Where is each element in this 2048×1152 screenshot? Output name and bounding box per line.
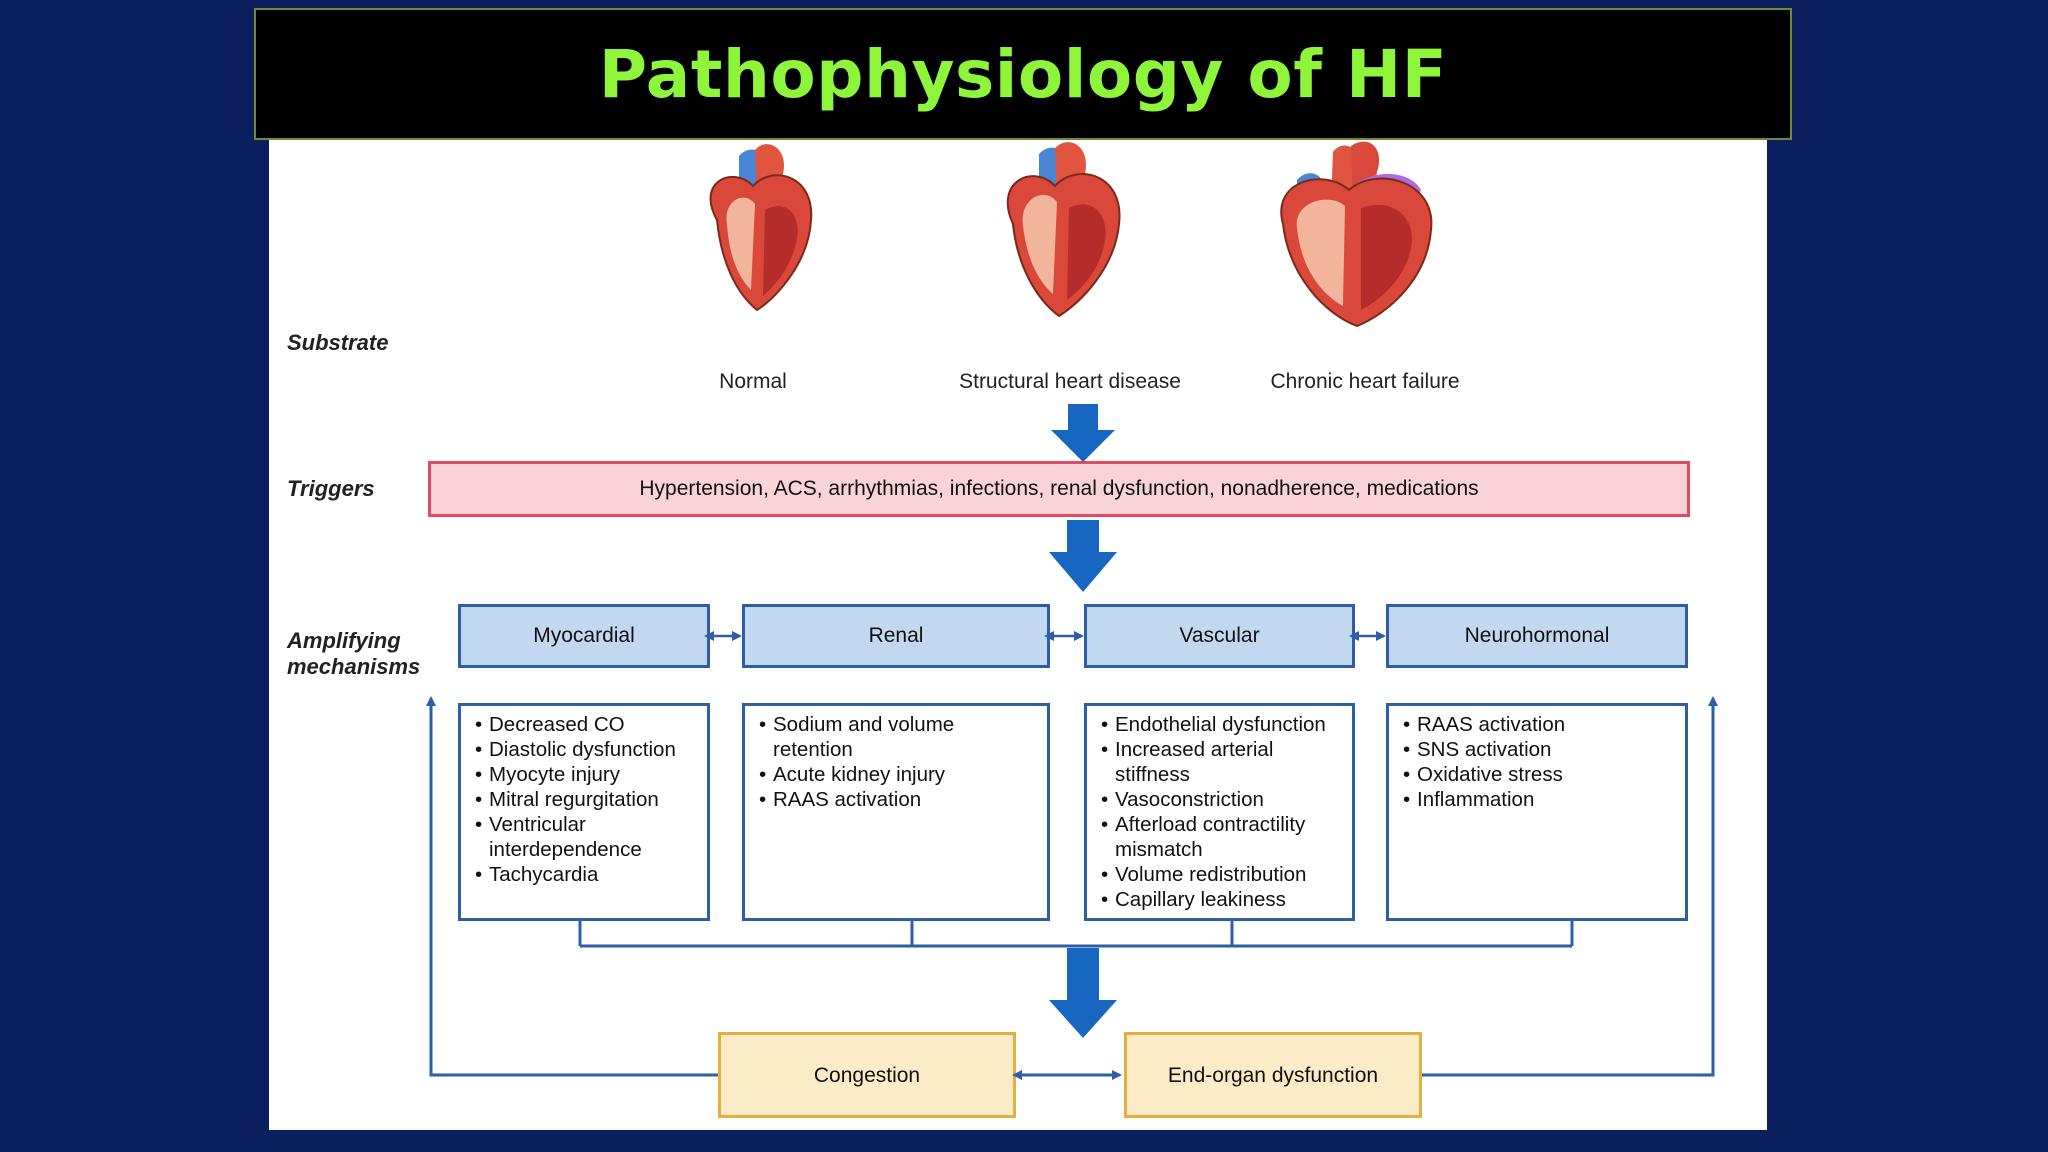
diseased-heart-icon bbox=[1006, 142, 1121, 318]
heart-caption-chronic: Chronic heart failure bbox=[1270, 370, 1460, 393]
mechanism-name: Vascular bbox=[1179, 624, 1260, 647]
list-item: RAAS activation bbox=[1403, 712, 1677, 737]
slide-title: Pathophysiology of HF bbox=[598, 35, 1448, 113]
mechanism-name: Renal bbox=[868, 624, 924, 647]
label-triggers: Triggers bbox=[287, 476, 375, 501]
list-item: Increased arterial stiffness bbox=[1101, 737, 1344, 787]
outcome-congestion: Congestion bbox=[718, 1032, 1016, 1118]
mechanism-list-neurohormonal: RAAS activation SNS activation Oxidative… bbox=[1386, 703, 1688, 921]
list-item: Vasoconstriction bbox=[1101, 787, 1344, 812]
list-item: Mitral regurgitation bbox=[475, 787, 699, 812]
diagram-connectors bbox=[426, 404, 1718, 1080]
list-item: Oxidative stress bbox=[1403, 762, 1677, 787]
outcome-label: Congestion bbox=[813, 1063, 921, 1087]
label-amplifying: Amplifying mechanisms bbox=[287, 628, 421, 679]
triggers-text: Hypertension, ACS, arrhythmias, infectio… bbox=[639, 477, 1479, 500]
list-item: Acute kidney injury bbox=[759, 762, 1039, 787]
list-item: Afterload contractility mismatch bbox=[1101, 812, 1344, 862]
list-item: Myocyte injury bbox=[475, 762, 699, 787]
label-substrate: Substrate bbox=[287, 330, 389, 355]
list-item: Sodium and volume retention bbox=[759, 712, 1039, 762]
outcome-label: End-organ dysfunction bbox=[1167, 1063, 1379, 1087]
mechanism-header-vascular: Vascular bbox=[1084, 604, 1355, 668]
list-item: Ventricular interdependence bbox=[475, 812, 699, 862]
title-bar: Pathophysiology of HF bbox=[254, 8, 1792, 140]
list-item: Decreased CO bbox=[475, 712, 699, 737]
down-arrow-icon bbox=[1049, 520, 1117, 592]
mechanism-header-renal: Renal bbox=[742, 604, 1050, 668]
list-item: RAAS activation bbox=[759, 787, 1039, 812]
down-arrow-icon bbox=[1051, 404, 1115, 462]
mechanism-list-myocardial: Decreased CO Diastolic dysfunction Myocy… bbox=[458, 703, 710, 921]
list-item: Capillary leakiness bbox=[1101, 887, 1344, 912]
collector-bracket bbox=[578, 921, 1574, 948]
list-item: Tachycardia bbox=[475, 862, 699, 887]
mechanism-name: Neurohormonal bbox=[1464, 624, 1610, 647]
list-item: Diastolic dysfunction bbox=[475, 737, 699, 762]
list-item: Endothelial dysfunction bbox=[1101, 712, 1344, 737]
mechanism-header-myocardial: Myocardial bbox=[458, 604, 710, 668]
mechanism-list-vascular: Endothelial dysfunction Increased arteri… bbox=[1084, 703, 1355, 921]
down-arrow-icon bbox=[1049, 948, 1117, 1038]
normal-heart-icon bbox=[709, 144, 813, 312]
feedback-arrow-right bbox=[1422, 696, 1718, 1077]
feedback-arrow-left bbox=[426, 696, 718, 1077]
mechanism-list-renal: Sodium and volume retention Acute kidney… bbox=[742, 703, 1050, 921]
heart-caption-normal: Normal bbox=[719, 370, 787, 393]
diagram-panel: Substrate Triggers Amplifying mechanisms bbox=[269, 140, 1767, 1130]
heart-illustrations bbox=[709, 141, 1433, 328]
triggers-box: Hypertension, ACS, arrhythmias, infectio… bbox=[428, 461, 1690, 517]
mechanism-header-neurohormonal: Neurohormonal bbox=[1386, 604, 1688, 668]
list-item: Volume redistribution bbox=[1101, 862, 1344, 887]
mechanism-name: Myocardial bbox=[533, 624, 635, 647]
outcome-end-organ: End-organ dysfunction bbox=[1124, 1032, 1422, 1118]
list-item: SNS activation bbox=[1403, 737, 1677, 762]
list-item: Inflammation bbox=[1403, 787, 1677, 812]
heart-caption-structural: Structural heart disease bbox=[959, 370, 1181, 393]
failing-heart-icon bbox=[1280, 141, 1433, 328]
